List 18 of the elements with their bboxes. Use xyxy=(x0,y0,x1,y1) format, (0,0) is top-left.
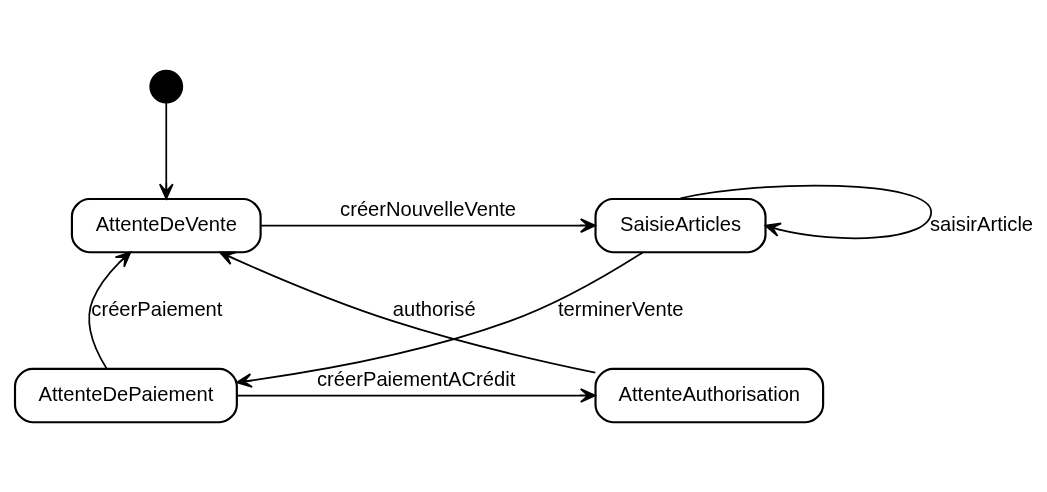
arrow xyxy=(236,251,644,388)
arrow xyxy=(260,217,596,233)
arrow xyxy=(236,387,596,403)
arrow xyxy=(679,184,932,239)
node-box: AttenteDeVente xyxy=(70,197,262,253)
edge-label: authorisé xyxy=(392,297,476,320)
node-box: AttenteAuthorisation xyxy=(594,367,825,423)
node-circle xyxy=(149,69,184,104)
edge-label: créerPaiement xyxy=(91,297,223,320)
edge-label: créerPaiementACrédit xyxy=(317,367,516,390)
edge-label: créerNouvelleVente xyxy=(340,197,517,220)
arrow xyxy=(88,250,132,369)
edge-label: terminerVente xyxy=(557,297,684,320)
node-box: SaisieArticles xyxy=(594,197,767,253)
arrow xyxy=(219,250,597,373)
node-box: AttenteDePaiement xyxy=(13,367,238,423)
arrow xyxy=(158,101,174,199)
edge-label: saisirArticle xyxy=(930,212,1034,235)
